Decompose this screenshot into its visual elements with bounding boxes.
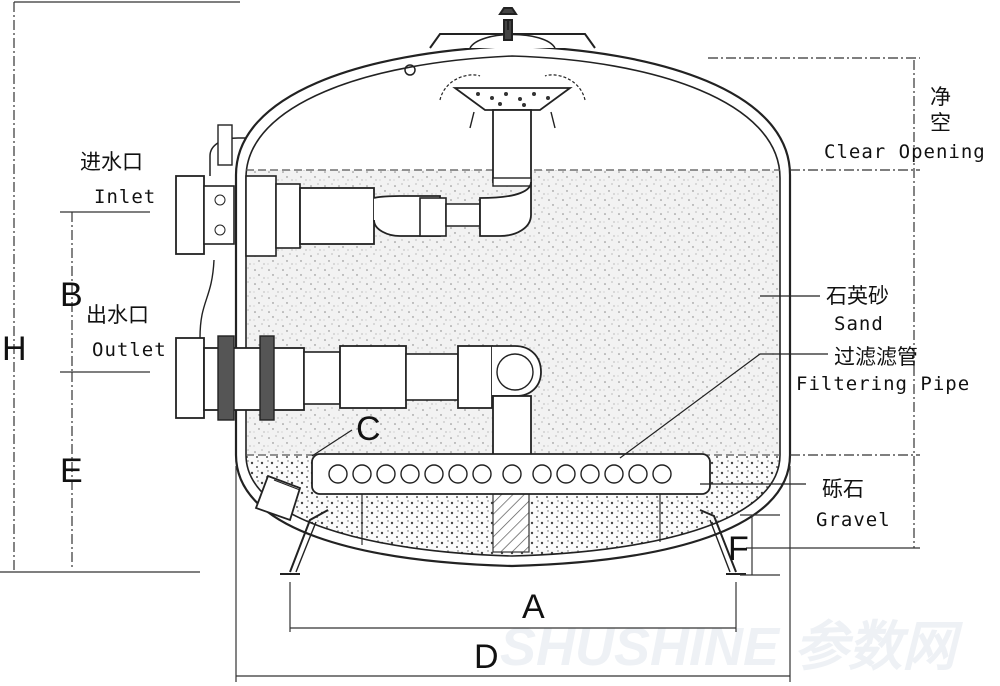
gravel-cn-label: 砾石 bbox=[822, 477, 864, 501]
dimension-lines bbox=[0, 1, 920, 682]
outlet-cn-label: 出水口 bbox=[86, 303, 149, 327]
outlet-pipe bbox=[175, 259, 542, 457]
center-support bbox=[492, 489, 530, 553]
sand-label: Sand bbox=[834, 313, 884, 335]
drain-and-legs bbox=[254, 474, 746, 575]
sand-cn-label: 石英砂 bbox=[826, 284, 889, 308]
inlet-label: Inlet bbox=[94, 186, 156, 208]
clear-opening-label: Clear Opening bbox=[824, 141, 986, 163]
dimension-d-label: D bbox=[474, 638, 499, 676]
dimension-h-label: H bbox=[2, 330, 27, 368]
gravel-label: Gravel bbox=[816, 509, 891, 531]
dimension-a-label: A bbox=[522, 588, 545, 626]
watermark: SHUSHINE 参数网 bbox=[500, 617, 964, 677]
leader-lines bbox=[311, 295, 828, 485]
dimension-e-label: E bbox=[60, 452, 83, 490]
clear-opening-cn-1: 净 bbox=[930, 85, 951, 109]
diffuser bbox=[439, 74, 586, 187]
filtering-pipe-label: Filtering Pipe bbox=[796, 373, 970, 395]
outlet-label: Outlet bbox=[92, 339, 167, 361]
dimension-f-label: F bbox=[728, 530, 749, 568]
dimension-b-label: B bbox=[60, 276, 83, 314]
clear-opening-cn-2: 空 bbox=[930, 111, 951, 135]
inlet-pipe bbox=[175, 124, 532, 257]
filtering-pipe-cn-label: 过滤滤管 bbox=[834, 345, 918, 369]
dimension-c-label: C bbox=[356, 410, 381, 448]
inlet-cn-label: 进水口 bbox=[80, 150, 143, 174]
filtering-pipe bbox=[311, 453, 711, 495]
